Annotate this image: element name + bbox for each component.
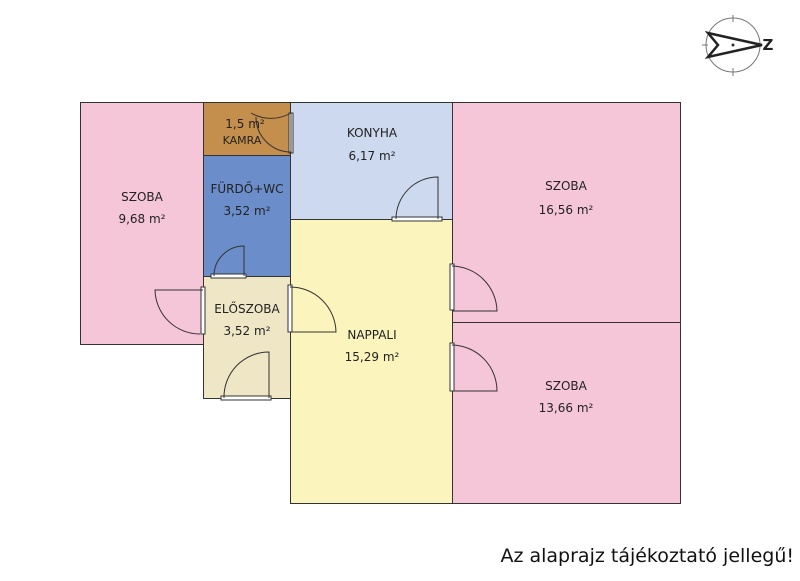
room-area: 1,5 m² (225, 117, 265, 131)
room-szoba-top-right (452, 102, 681, 323)
room-name: ELŐSZOBA (214, 302, 280, 316)
room-area: 13,66 m² (538, 401, 594, 415)
room-szoba-left (80, 102, 204, 345)
door-arc (451, 344, 498, 392)
door-konyha (391, 216, 443, 222)
door-arc (213, 245, 245, 277)
door-furdo (210, 273, 247, 279)
door-arc (395, 176, 439, 220)
compass-label: Z (762, 36, 774, 54)
room-name: KONYHA (346, 126, 398, 140)
room-name: SZOBA (121, 190, 163, 204)
door-arc (223, 351, 270, 399)
door-szoba-bottom-right (449, 342, 455, 392)
room-area: 3,52 m² (223, 324, 271, 338)
room-kamra (203, 102, 291, 156)
room-name: KAMRA (222, 134, 262, 147)
room-area: 6,17 m² (348, 149, 396, 163)
door-arc (451, 265, 498, 312)
room-name: FÜRDŐ+WC (210, 182, 284, 196)
door-nappali (287, 284, 293, 333)
door-arc (154, 289, 203, 335)
room-nappali (290, 219, 453, 504)
room-name: SZOBA (545, 179, 587, 193)
room-konyha (290, 102, 453, 220)
room-area: 9,68 m² (118, 212, 166, 226)
door-szoba-left (200, 286, 206, 335)
disclaimer: Az alaprajz tájékoztató jellegű! (500, 545, 794, 567)
door-entrance (220, 395, 272, 401)
room-szoba-bottom-right (452, 322, 681, 504)
room-area: 15,29 m² (344, 350, 400, 364)
room-area: 3,52 m² (223, 204, 271, 218)
compass-icon (702, 15, 763, 76)
room-name: SZOBA (545, 379, 587, 393)
door-szoba-top-right (449, 263, 455, 311)
room-area: 16,56 m² (538, 203, 594, 217)
door-arc (250, 112, 292, 153)
door-arc (289, 286, 337, 333)
room-name: NAPPALI (347, 328, 397, 342)
